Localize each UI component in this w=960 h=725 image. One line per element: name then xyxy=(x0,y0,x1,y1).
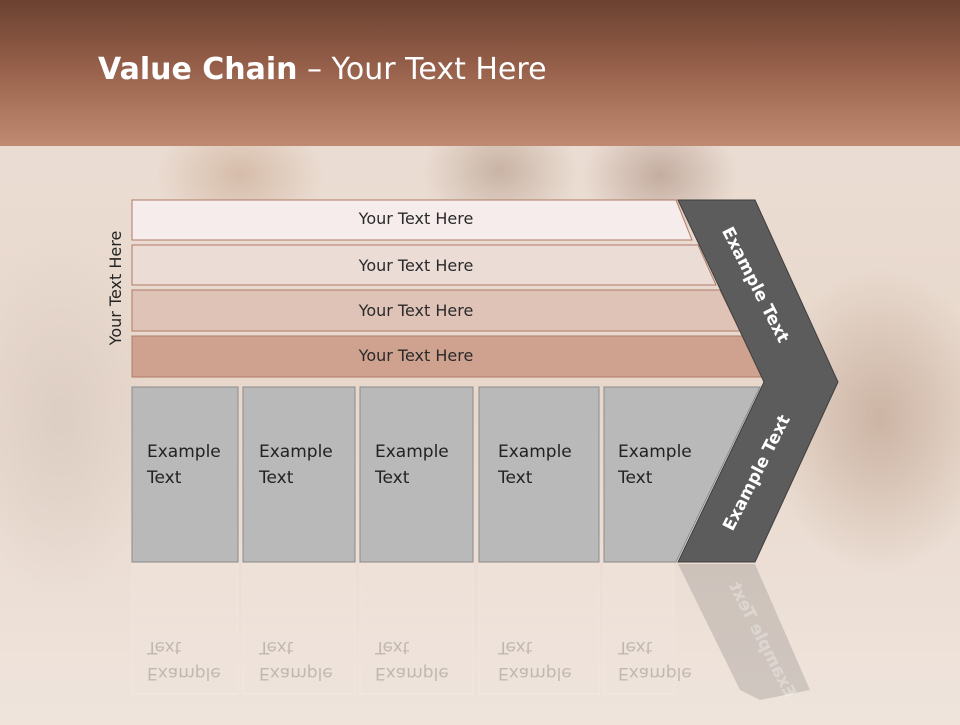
column-2-shape xyxy=(242,386,356,563)
bar-3-label: Your Text Here xyxy=(358,301,474,320)
title-bold: Value Chain xyxy=(98,52,298,87)
title-bar xyxy=(0,0,960,146)
bar-2-label: Your Text Here xyxy=(358,256,474,275)
chevron-shape xyxy=(677,199,839,563)
bar-2-shape xyxy=(131,244,717,286)
bar-1-label: Your Text Here xyxy=(358,209,474,228)
column-4-shape xyxy=(478,386,600,563)
column-3-shape xyxy=(359,386,474,563)
title-rest: – Your Text Here xyxy=(297,52,547,87)
bar-4-label: Your Text Here xyxy=(358,346,474,365)
slide-title: Value Chain – Your Text Here xyxy=(98,52,547,87)
column-5-shape xyxy=(603,386,761,563)
column-1-shape xyxy=(131,386,239,563)
reflection xyxy=(131,563,810,700)
bar-1-shape xyxy=(131,199,693,241)
